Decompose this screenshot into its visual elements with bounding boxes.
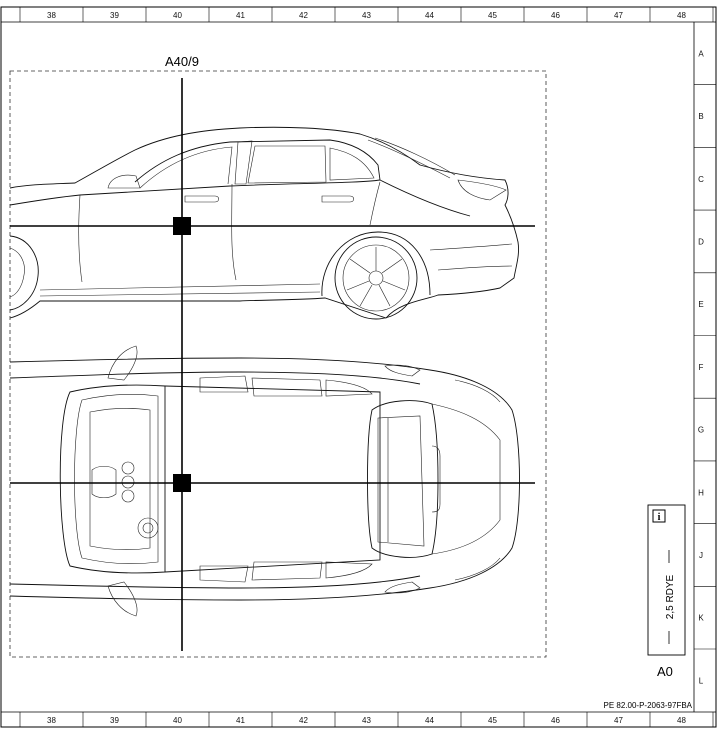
column-label-bottom: 40 <box>173 716 182 725</box>
info-icon: i <box>652 509 666 523</box>
row-label: E <box>698 300 703 309</box>
row-label: B <box>698 112 703 121</box>
column-label-top: 46 <box>551 11 560 20</box>
sheet-frame <box>0 6 717 728</box>
wire-spec-label: 2,5 RDYE <box>665 574 676 619</box>
column-label-top: 38 <box>47 11 56 20</box>
column-label-top: 44 <box>425 11 434 20</box>
wire-legend: i 2,5 RDYE <box>647 504 686 656</box>
row-label: G <box>698 426 704 435</box>
column-label-bottom: 43 <box>362 716 371 725</box>
column-label-top: 40 <box>173 11 182 20</box>
row-label: A <box>698 49 704 58</box>
row-label: H <box>698 488 704 497</box>
grid-ticks: 38 38 39 39 40 40 41 41 42 42 43 43 44 44 45 45 46 46 47 47… <box>19 7 716 727</box>
column-label-bottom: 38 <box>47 716 56 725</box>
car-top-view <box>9 345 520 617</box>
column-label-bottom: 44 <box>425 716 434 725</box>
column-label-top: 42 <box>299 11 308 20</box>
component-marker-top[interactable] <box>173 474 191 492</box>
column-label-bottom: 42 <box>299 716 308 725</box>
column-label-top: 41 <box>236 11 245 20</box>
column-label-top: 45 <box>488 11 497 20</box>
row-label: L <box>699 676 704 685</box>
component-area-boundary <box>9 70 547 658</box>
row-label: K <box>698 614 704 623</box>
column-label-top: 43 <box>362 11 371 20</box>
column-label-top: 47 <box>614 11 623 20</box>
legend-box <box>647 504 686 656</box>
column-label-top: 48 <box>677 11 686 20</box>
column-label-top: 39 <box>110 11 119 20</box>
column-label-bottom: 48 <box>677 716 686 725</box>
column-label-bottom: 45 <box>488 716 497 725</box>
column-label-bottom: 41 <box>236 716 245 725</box>
car-side-view <box>9 126 519 320</box>
row-label: J <box>699 551 703 560</box>
svg-text:i: i <box>658 512 661 523</box>
crosshair-lines <box>10 78 535 651</box>
column-label-bottom: 39 <box>110 716 119 725</box>
location-label: A40/9 <box>165 54 199 69</box>
sheet-id-label: A0 <box>657 664 673 679</box>
document-number: PE 82.00-P-2063-97FBA <box>604 701 693 710</box>
column-label-bottom: 46 <box>551 716 560 725</box>
rear-wheel-spokes <box>346 247 406 307</box>
row-label: F <box>699 363 704 372</box>
column-label-bottom: 47 <box>614 716 623 725</box>
row-label: C <box>698 175 704 184</box>
row-label: D <box>698 237 704 246</box>
component-marker-side[interactable] <box>173 217 191 235</box>
